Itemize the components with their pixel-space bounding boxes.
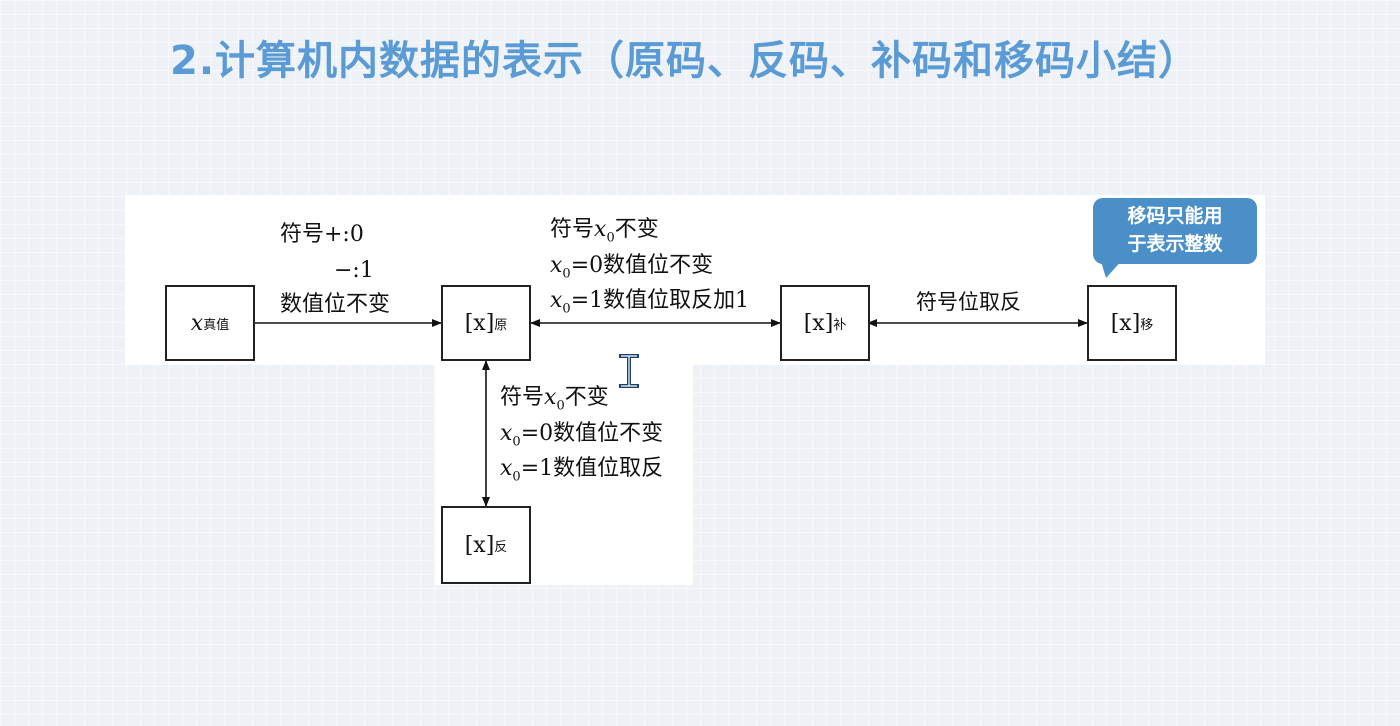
label-oc-line1: 符号x0不变: [550, 217, 659, 246]
label-sign-bit-invert: 符号位取反: [916, 290, 1021, 314]
box-original-base: [x]: [464, 310, 495, 336]
label-oo-line1-prefix: 符号: [500, 385, 545, 410]
label-oo-line3: x0=1数值位取反: [500, 456, 664, 485]
text-cursor-icon: [619, 354, 639, 388]
label-oo-line3-var: x: [500, 456, 513, 481]
callout-note: 移码只能用 于表示整数: [1093, 198, 1257, 264]
label-oo-line1: 符号x0不变: [500, 385, 609, 414]
diagram-panel: [125, 195, 1265, 365]
label-oo-line3-suffix: =1数值位取反: [520, 456, 664, 481]
label-oc-line1-suffix: 不变: [614, 217, 659, 242]
label-oc-line1-sub: 0: [606, 230, 615, 246]
label-oc-line1-prefix: 符号: [550, 217, 595, 242]
label-oc-line1-var: x: [594, 217, 607, 242]
callout-line1: 移码只能用: [1127, 205, 1223, 227]
box-complement-code: [x]补: [780, 285, 870, 361]
box-true-value-base: x: [190, 310, 204, 336]
box-ones-code: [x]反: [441, 506, 531, 584]
box-true-value-sub: 真值: [203, 317, 230, 333]
box-complement-sub: 补: [833, 317, 847, 333]
label-oc-line2: x0=0数值位不变: [550, 253, 714, 282]
label-oc-line3: x0=1数值位取反加1: [550, 288, 750, 317]
label-oo-line2: x0=0数值位不变: [500, 421, 664, 450]
label-oo-line2-suffix: =0数值位不变: [520, 421, 664, 446]
box-ones-base: [x]: [464, 532, 495, 558]
box-original-sub: 原: [494, 317, 508, 333]
label-oc-line2-sub: 0: [562, 266, 571, 282]
label-negative-rule: −:1: [334, 258, 374, 283]
box-original-code: [x]原: [441, 285, 531, 361]
callout-tail: [1100, 258, 1124, 278]
label-oc-line3-sub: 0: [562, 301, 571, 317]
label-oc-line2-suffix: =0数值位不变: [570, 253, 714, 278]
label-oo-line1-suffix: 不变: [564, 385, 609, 410]
slide-title: 2.计算机内数据的表示（原码、反码、补码和移码小结）: [170, 38, 1200, 84]
box-ones-sub: 反: [494, 539, 508, 555]
label-oo-line2-sub: 0: [512, 434, 521, 450]
label-oc-line2-var: x: [550, 253, 563, 278]
label-oc-line3-var: x: [550, 288, 563, 313]
label-oo-line1-sub: 0: [556, 398, 565, 414]
label-oo-line3-sub: 0: [512, 469, 521, 485]
label-oo-line2-var: x: [500, 421, 513, 446]
label-oc-line3-suffix: =1数值位取反加1: [570, 288, 750, 313]
label-oo-line1-var: x: [544, 385, 557, 410]
box-complement-base: [x]: [803, 310, 834, 336]
callout-line2: 于表示整数: [1127, 233, 1223, 255]
box-biased-base: [x]: [1110, 310, 1141, 336]
label-sign-rule: 符号+:0: [280, 222, 364, 247]
box-biased-sub: 移: [1140, 317, 1154, 333]
label-value-bits-unchanged: 数值位不变: [280, 292, 391, 317]
box-biased-code: [x]移: [1087, 285, 1177, 361]
